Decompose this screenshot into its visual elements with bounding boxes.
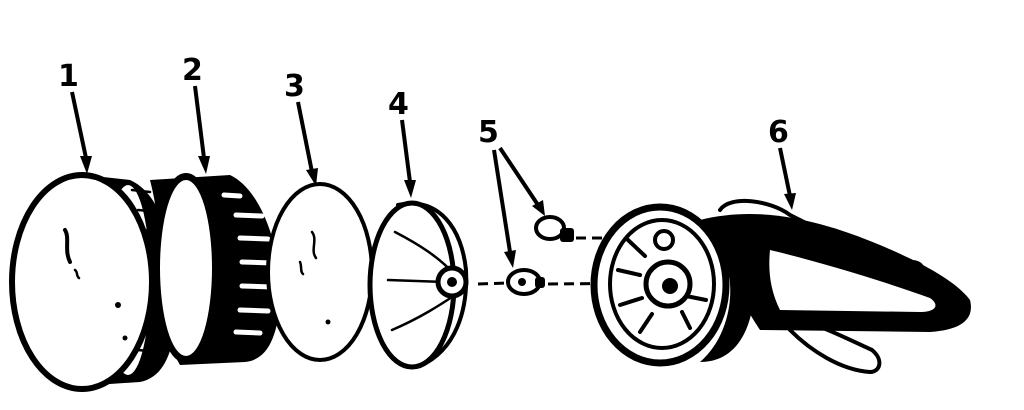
part-2-bezel-ring <box>150 173 281 365</box>
callout-1: 1 <box>58 59 79 94</box>
leader-1 <box>70 91 88 159</box>
part-4-reflector <box>367 200 469 370</box>
callout-6: 6 <box>768 115 789 150</box>
callout-5: 5 <box>478 115 499 150</box>
leader-2 <box>193 85 206 159</box>
callout-2: 2 <box>182 53 203 88</box>
leader-3 <box>296 101 314 173</box>
bulb-upper <box>534 215 574 242</box>
part-6-flashlight-body <box>590 198 971 374</box>
part-3-lens <box>266 182 374 362</box>
leader-arrows <box>70 85 796 268</box>
callout-3: 3 <box>284 69 305 104</box>
bulb-lower <box>506 268 545 296</box>
leader-4 <box>400 119 412 183</box>
leader-5a <box>498 146 540 207</box>
leader-6 <box>778 147 792 197</box>
part-1-lens-cap <box>9 172 176 392</box>
callout-4: 4 <box>388 87 409 122</box>
leader-5b <box>492 149 512 253</box>
